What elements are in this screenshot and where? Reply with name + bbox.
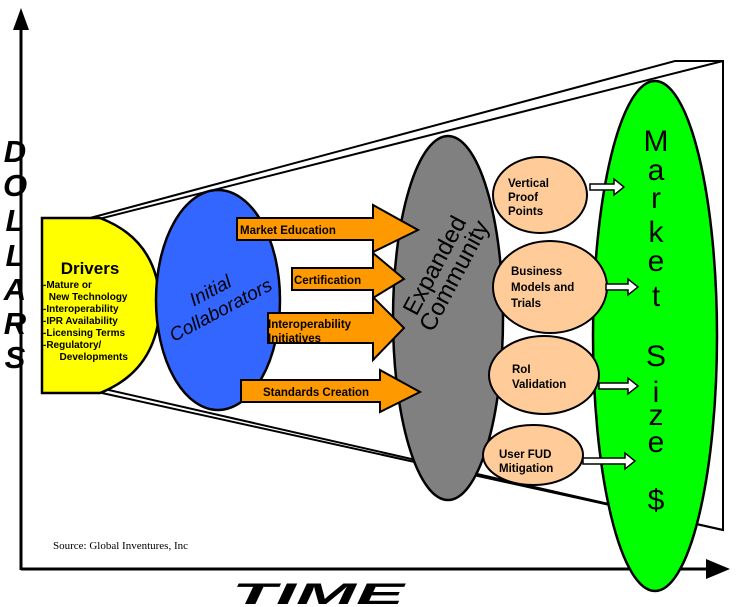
- arrow-certification: [291, 250, 406, 300]
- small-arrow-4: [582, 451, 637, 471]
- y-label-letter: D: [4, 134, 26, 169]
- outcome-label: Validation: [512, 379, 566, 391]
- y-label-letter: L: [6, 238, 25, 273]
- y-label-letter: A: [3, 272, 26, 307]
- market-size-letter: e: [648, 245, 665, 278]
- x-axis-arrowhead: [706, 559, 730, 579]
- drivers-title: Drivers: [61, 259, 120, 278]
- outcome-ellipse-vertical-proof-points: [492, 156, 588, 234]
- outcome-label: Trials: [511, 298, 541, 310]
- x-axis-label: TIME: [232, 578, 406, 607]
- market-size-letter: z: [649, 399, 664, 432]
- outcome-label: Models and: [511, 282, 574, 294]
- y-label-letter: L: [6, 203, 25, 238]
- source-note: Source: Global Inventures, Inc: [53, 540, 188, 552]
- y-label-letter: S: [5, 340, 26, 375]
- outcome-label: Proof: [508, 192, 538, 204]
- market-size-letter: t: [652, 280, 661, 313]
- drivers-item: New Technology: [46, 292, 128, 303]
- initial-collaborators-ellipse: [154, 188, 282, 412]
- small-arrow-3: [598, 376, 640, 396]
- arrow-label-standards-creation: Standards Creation: [263, 387, 369, 399]
- outcome-label: User FUD: [499, 449, 551, 461]
- market-size-letter: $: [648, 484, 665, 517]
- y-label-letter: R: [4, 306, 27, 341]
- small-arrow-1: [589, 177, 626, 197]
- drivers-item: -Mature or: [43, 280, 92, 291]
- drivers-item: -Regulatory/: [43, 340, 102, 351]
- outcome-label: Vertical: [508, 178, 549, 190]
- outcome-ellipse-user-fud: [482, 424, 584, 486]
- arrow-interoperability-initiatives: [267, 294, 406, 363]
- drivers-list: -Mature or New Technology -Interoperabil…: [43, 280, 128, 363]
- drivers-item: Developments: [54, 352, 128, 363]
- market-size-letter: k: [649, 216, 665, 249]
- outcome-label: Points: [508, 206, 543, 218]
- outcome-label: RoI: [512, 364, 531, 376]
- market-size-letter: e: [648, 426, 665, 459]
- arrow-label-certification: Certification: [294, 275, 361, 287]
- outcome-label: Business: [511, 266, 562, 278]
- arrow-market-education: [236, 203, 421, 254]
- y-label-letter: O: [3, 168, 27, 203]
- market-size-letter: M: [644, 125, 669, 158]
- small-arrow-2: [605, 277, 640, 297]
- drivers-item: -IPR Availability: [43, 316, 118, 327]
- market-size-letter: S: [646, 340, 666, 373]
- arrow-label-interoperability-line1: Interoperability: [268, 319, 352, 331]
- y-axis-label: D O L L A R S: [3, 134, 27, 375]
- drivers-item: -Licensing Terms: [43, 328, 125, 339]
- y-axis-arrowhead: [13, 8, 29, 30]
- arrow-label-market-education: Market Education: [240, 225, 336, 237]
- arrow-standards-creation: [240, 368, 423, 414]
- market-size-letter: a: [648, 154, 665, 187]
- market-size-label: M a r k e t S i z e $: [644, 125, 669, 517]
- drivers-item: -Interoperability: [43, 304, 119, 315]
- arrow-label-interoperability-line2: Initiatives: [268, 333, 321, 345]
- market-size-letter: i: [653, 376, 660, 409]
- market-size-letter: r: [651, 182, 661, 215]
- outcome-label: Mitigation: [499, 463, 553, 475]
- outcome-ellipse-roi-validation: [488, 335, 600, 415]
